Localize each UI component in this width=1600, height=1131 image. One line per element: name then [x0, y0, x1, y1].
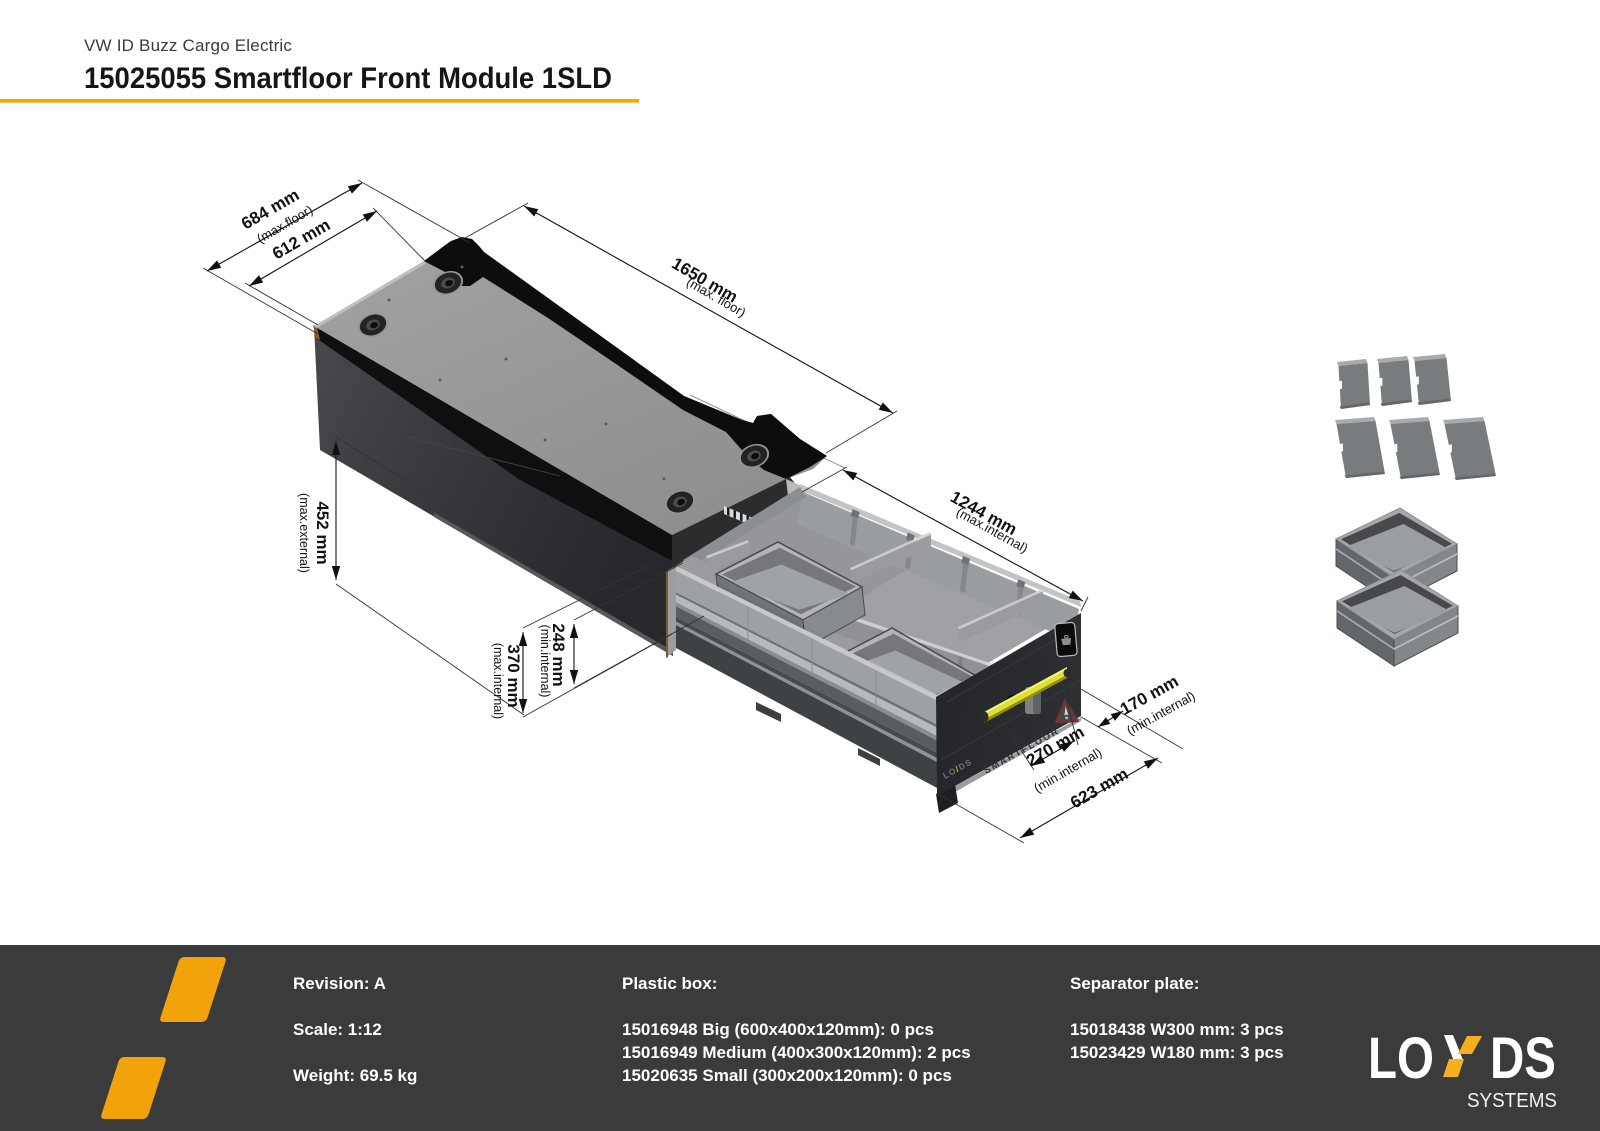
svg-text:248 mm: 248 mm — [549, 623, 568, 686]
svg-text:LO: LO — [1368, 1026, 1434, 1091]
svg-text:15018438 W300 mm: 3 pcs: 15018438 W300 mm: 3 pcs — [1070, 1020, 1284, 1039]
svg-text:15023429 W180 mm: 3 pcs: 15023429 W180 mm: 3 pcs — [1070, 1043, 1284, 1062]
svg-text:Revision: A: Revision: A — [293, 974, 386, 993]
svg-text:VW ID Buzz Cargo Electric: VW ID Buzz Cargo Electric — [84, 36, 292, 55]
svg-text:15016949 Medium (400x300x120mm: 15016949 Medium (400x300x120mm): 2 pcs — [622, 1043, 971, 1062]
svg-text:(max.internal): (max.internal) — [491, 643, 505, 719]
svg-text:15025055 Smartfloor Front Modu: 15025055 Smartfloor Front Module 1SLD — [84, 62, 612, 95]
svg-text:15020635 Small (300x200x120mm): 15020635 Small (300x200x120mm): 0 pcs — [622, 1066, 952, 1085]
svg-text:452 mm: 452 mm — [313, 501, 332, 564]
svg-text:Scale: 1:12: Scale: 1:12 — [293, 1020, 382, 1039]
svg-text:Separator plate:: Separator plate: — [1070, 974, 1199, 993]
svg-text:(min.internal): (min.internal) — [538, 625, 552, 698]
svg-text:DS: DS — [1490, 1026, 1556, 1091]
svg-text:15016948 Big (600x400x120mm):: 15016948 Big (600x400x120mm): 0 pcs — [622, 1020, 934, 1039]
svg-text:Weight: 69.5 kg: Weight: 69.5 kg — [293, 1066, 417, 1085]
svg-text:SYSTEMS: SYSTEMS — [1467, 1090, 1557, 1112]
svg-text:(max.external): (max.external) — [297, 493, 311, 573]
svg-text:370 mm: 370 mm — [504, 644, 523, 707]
svg-text:Plastic box:: Plastic box: — [622, 974, 717, 993]
